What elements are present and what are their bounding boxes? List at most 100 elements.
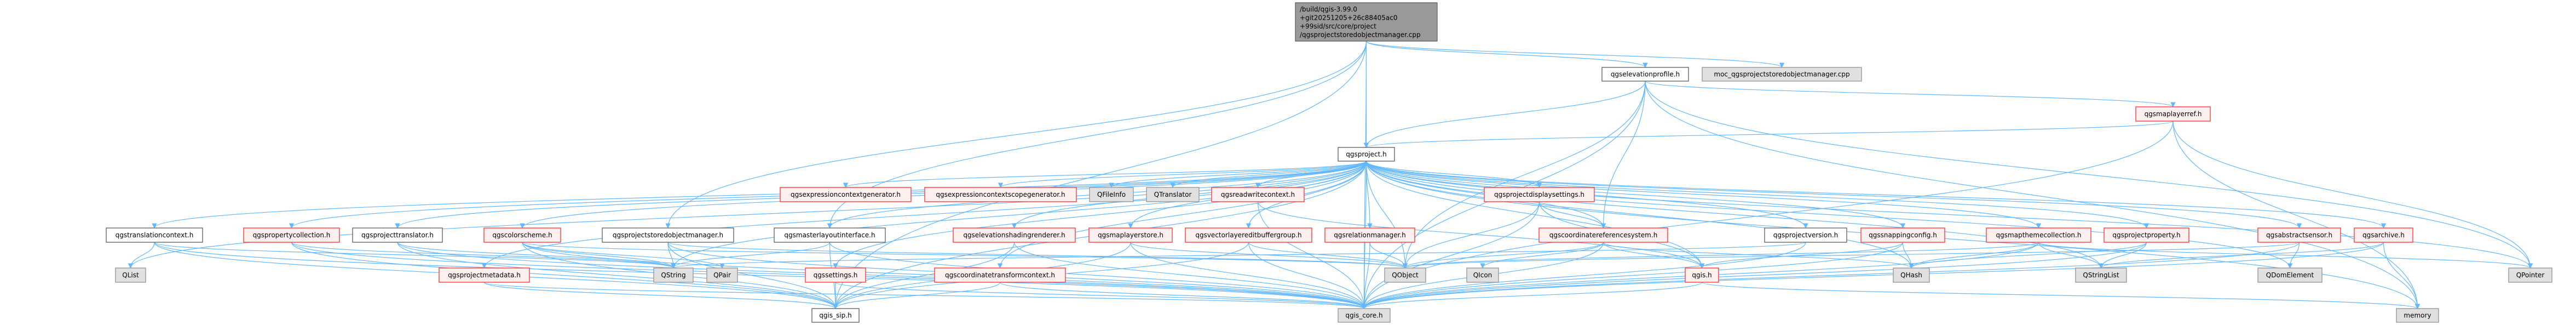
node-proj[interactable]: qgsproject.h (1338, 147, 1395, 162)
node-exprgen[interactable]: qgsexpressioncontextgenerator.h (780, 187, 912, 202)
node-qtranslator[interactable]: QTranslator (1146, 187, 1200, 202)
node-settings[interactable]: qgssettings.h (805, 267, 866, 283)
node-qobject[interactable]: QObject (1384, 267, 1426, 283)
node-qlist[interactable]: QList (115, 267, 146, 283)
node-label: qgscoordinatetransformcontext.h (945, 271, 1055, 279)
node-snap[interactable]: qgssnappingconfig.h (1860, 227, 1945, 243)
edge-projprop-to-core (1361, 242, 2147, 309)
edge-elevshade-to-sip (833, 242, 1015, 309)
edge-root-to-sip (833, 41, 1367, 309)
edge-colorscheme-to-qpair (522, 242, 725, 269)
node-box (2257, 227, 2341, 243)
edge-proj-to-vlebg (1246, 161, 1367, 229)
edge-proj-to-ctc (997, 161, 1367, 269)
node-maptheme[interactable]: qgsmapthemecollection.h (1986, 227, 2091, 243)
edge-maplayerref-to-memory (2172, 121, 2421, 309)
node-qfileinfo[interactable]: QFileInfo (1089, 187, 1134, 202)
node-maplayerref[interactable]: qgsmaplayerref.h (2135, 106, 2211, 122)
node-elev[interactable]: qgselevationprofile.h (1601, 67, 1689, 82)
node-qhash[interactable]: QHash (1893, 267, 1930, 283)
node-box (1295, 2, 1438, 42)
node-box (2354, 227, 2413, 243)
node-label: qgsmapthemecollection.h (1996, 231, 2082, 239)
node-label: qgsprojectmetadata.h (448, 271, 521, 279)
node-box (953, 227, 1076, 243)
node-root[interactable]: /build/qgis-3.99.0+git20251205+26c88405a… (1295, 2, 1438, 42)
edge-proj-to-qstringlist (1365, 161, 2104, 269)
node-label: qgsarchive.h (2362, 231, 2405, 239)
edge-root-to-stored (665, 41, 1367, 229)
node-box (653, 267, 694, 283)
node-core[interactable]: qgis_core.h (1338, 308, 1391, 323)
edge-settings-to-core (835, 282, 1367, 309)
node-ctc[interactable]: qgscoordinatetransformcontext.h (934, 267, 1066, 283)
node-label: qgsexpressioncontextscopegenerator.h (936, 191, 1065, 198)
edge-elev-to-memory (1645, 81, 2421, 309)
node-display[interactable]: qgsprojectdisplaysettings.h (1484, 187, 1595, 202)
node-transctx[interactable]: qgstranslationcontext.h (106, 227, 203, 243)
node-sip[interactable]: qgis_sip.h (811, 308, 860, 323)
node-box (115, 267, 146, 283)
edge-proj-to-exprgen (843, 161, 1367, 188)
edge-proj-to-qgis (1365, 161, 1705, 269)
edge-maplayerref-to-qpointer (2172, 121, 2533, 269)
edge-qgis-to-memory (1701, 282, 2420, 309)
edge-transctx-to-qstring (154, 242, 676, 269)
node-exprscope[interactable]: qgsexpressioncontextscopegenerator.h (924, 187, 1077, 202)
node-relman[interactable]: qgsrelationmanager.h (1324, 227, 1415, 243)
edge-colorscheme-to-qobject (522, 242, 1408, 269)
node-label: qgstranslationcontext.h (116, 231, 194, 239)
edge-proj-to-qfileinfo (1109, 161, 1367, 188)
node-label: QList (122, 271, 139, 279)
edge-proj-to-qlist (128, 161, 1367, 269)
node-projver[interactable]: qgsprojectversion.h (1764, 227, 1847, 243)
node-label: QStringList (2083, 271, 2119, 279)
edge-projprop-to-qhash (1909, 242, 2147, 269)
edge-archive-to-qstringlist (2098, 242, 2384, 269)
node-memory[interactable]: memory (2396, 308, 2439, 323)
node-label: qgsprojecttranslator.h (361, 231, 434, 239)
node-mlstore[interactable]: qgsmaplayerstore.h (1088, 227, 1173, 243)
edge-metadata-to-core (483, 282, 1367, 309)
node-qstring[interactable]: QString (653, 267, 694, 283)
node-qpair[interactable]: QPair (706, 267, 738, 283)
node-box (1893, 267, 1930, 283)
node-crs[interactable]: qgscoordinatereferencesystem.h (1538, 227, 1668, 243)
node-qgis[interactable]: qgis.h (1685, 267, 1719, 283)
node-label: QTranslator (1154, 191, 1192, 198)
node-qstringlist[interactable]: QStringList (2075, 267, 2127, 283)
edge-projtrans-to-qstring (397, 242, 676, 269)
node-projtrans[interactable]: qgsprojecttranslator.h (352, 227, 443, 243)
node-moc[interactable]: moc_qgsprojectstoredobjectmanager.cpp (1702, 67, 1862, 82)
node-vlebg[interactable]: qgsvectorlayereditbuffergroup.h (1185, 227, 1312, 243)
node-sensor[interactable]: qgsabstractsensor.h (2257, 227, 2341, 243)
node-box (1986, 227, 2091, 243)
node-qdom[interactable]: QDomElement (2257, 267, 2323, 283)
node-box (924, 187, 1077, 202)
edge-sensor-to-qobject (1403, 242, 2300, 269)
node-label: qgsmaplayerstore.h (1098, 231, 1163, 239)
node-box (1702, 67, 1862, 82)
node-master[interactable]: qgsmasterlayoutinterface.h (774, 227, 886, 243)
node-box (774, 227, 886, 243)
node-box (1338, 147, 1395, 162)
edge-master-to-qstring (671, 242, 831, 269)
node-label: QFileInfo (1097, 191, 1126, 198)
node-readwrite[interactable]: qgsreadwritecontext.h (1211, 187, 1305, 202)
node-metadata[interactable]: qgsprojectmetadata.h (439, 267, 530, 283)
edge-transctx-to-core (154, 242, 1367, 309)
node-archive[interactable]: qgsarchive.h (2354, 227, 2413, 243)
node-label: +99sid/src/core/project (1300, 22, 1376, 30)
node-box (1601, 67, 1689, 82)
node-colorscheme[interactable]: qgscolorscheme.h (483, 227, 561, 243)
node-box (1324, 227, 1415, 243)
node-elevshade[interactable]: qgselevationshadingrenderer.h (953, 227, 1076, 243)
edge-root-to-moc (1365, 41, 1785, 68)
node-stored[interactable]: qgsprojectstoredobjectmanager.h (602, 227, 734, 243)
node-qicon[interactable]: QIcon (1466, 267, 1499, 283)
node-propcoll[interactable]: qgspropertycollection.h (243, 227, 340, 243)
node-box (1466, 267, 1499, 283)
node-projprop[interactable]: qgsprojectproperty.h (2104, 227, 2189, 243)
node-qpointer[interactable]: QPointer (2508, 267, 2552, 283)
